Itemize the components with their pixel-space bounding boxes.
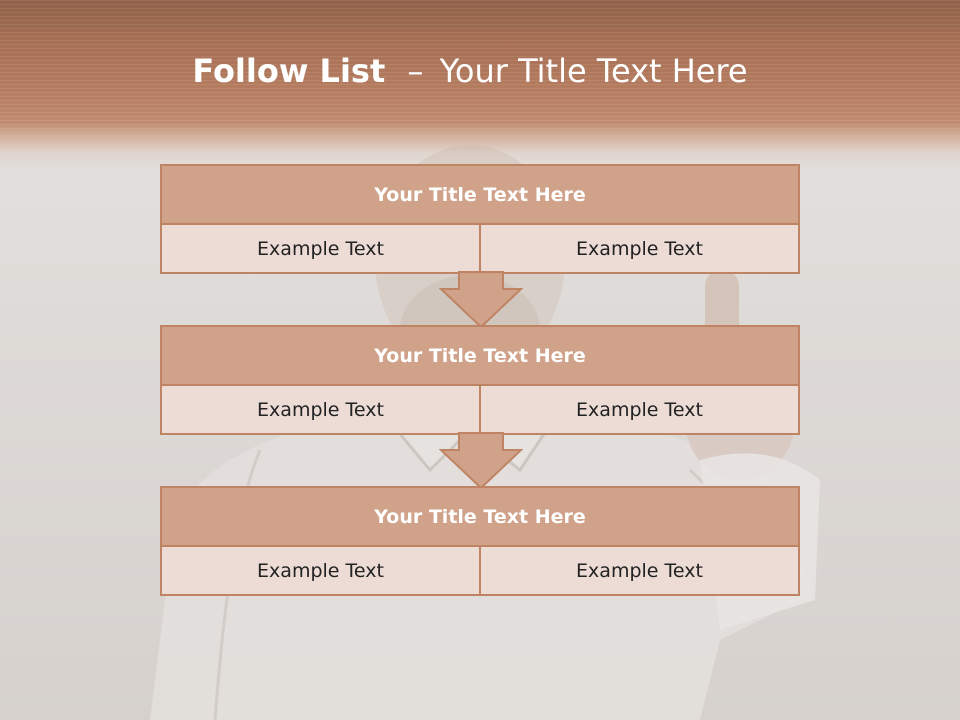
step-box-3: Your Title Text Here Example Text Exampl…: [160, 486, 800, 596]
slide-title-bold: Follow List: [192, 52, 386, 90]
slide-title-dash: –: [407, 52, 424, 90]
step-row: Example Text Example Text: [162, 386, 798, 433]
step-row: Example Text Example Text: [162, 547, 798, 594]
step-title: Your Title Text Here: [162, 488, 798, 547]
step-right-text: Example Text: [479, 225, 798, 272]
step-right-text: Example Text: [479, 386, 798, 433]
slide-title-rest: Your Title Text Here: [439, 52, 748, 90]
step-left-text: Example Text: [162, 547, 479, 594]
step-box-1: Your Title Text Here Example Text Exampl…: [160, 164, 800, 274]
step-left-text: Example Text: [162, 386, 479, 433]
step-right-text: Example Text: [479, 547, 798, 594]
down-arrow-icon: [439, 271, 523, 329]
step-row: Example Text Example Text: [162, 225, 798, 272]
step-title: Your Title Text Here: [162, 327, 798, 386]
step-left-text: Example Text: [162, 225, 479, 272]
header-texture: [0, 0, 960, 130]
header-band: [0, 0, 960, 170]
step-title: Your Title Text Here: [162, 166, 798, 225]
slide-title: Follow List – Your Title Text Here: [0, 52, 940, 90]
down-arrow-icon: [439, 432, 523, 490]
step-box-2: Your Title Text Here Example Text Exampl…: [160, 325, 800, 435]
